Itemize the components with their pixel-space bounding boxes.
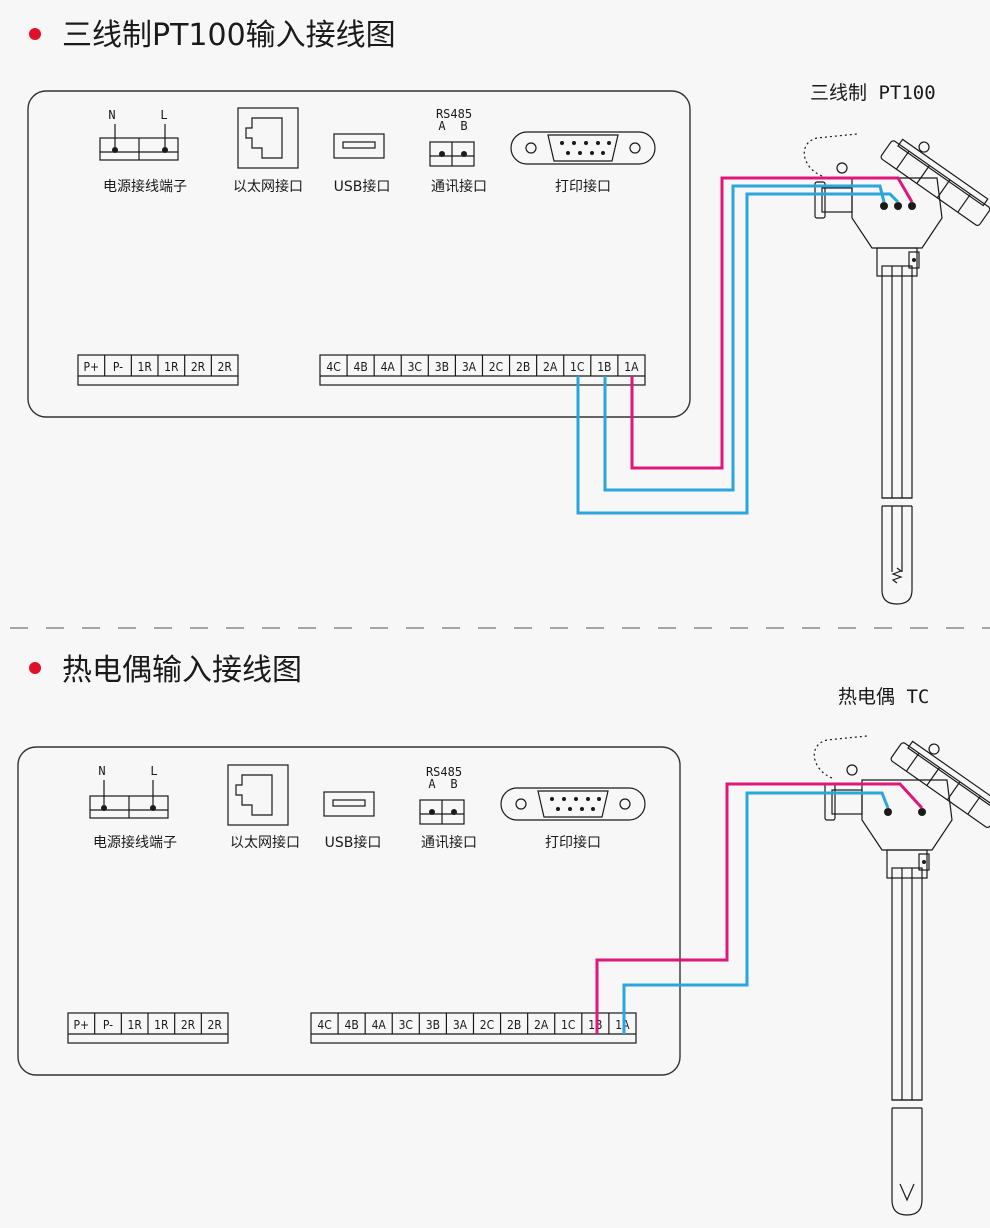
terminal-label: 4B <box>344 1018 358 1032</box>
section-title: 热电偶输入接线图 <box>62 653 302 688</box>
terminal-label: 3C <box>408 360 422 374</box>
terminal-label: P- <box>113 360 123 374</box>
power-caption: 电源接线端子 <box>93 834 177 851</box>
usb-port-icon: USB接口 <box>333 133 391 195</box>
a-label: A <box>428 777 436 791</box>
comm-caption: 通讯接口 <box>431 178 487 195</box>
power-terminal: N L 电源接线端子 <box>89 764 177 851</box>
b-label: B <box>460 119 467 133</box>
terminal-label: P+ <box>84 360 100 374</box>
n-label: N <box>98 764 105 778</box>
ethernet-port-icon: 以太网接口 <box>227 764 300 851</box>
terminal-label: P- <box>103 1018 113 1032</box>
rs485-terminal: RS485 A B 通讯接口 <box>419 765 477 851</box>
left-terminal-strip: P+ P- 1R 1R 2R 2R <box>67 1012 229 1044</box>
section-title: 三线制PT100输入接线图 <box>62 18 396 53</box>
terminal-label: 2A <box>534 1018 549 1032</box>
power-caption: 电源接线端子 <box>103 178 187 195</box>
terminal-label: 1C <box>561 1018 575 1032</box>
ethernet-port-icon: 以太网接口 <box>233 107 303 195</box>
terminal-label: 1R <box>127 1018 142 1032</box>
terminal-label: 1R <box>164 360 179 374</box>
terminal-label: 1B <box>588 1018 602 1032</box>
terminal-label: 2R <box>207 1018 222 1032</box>
rs485-label: RS485 <box>436 107 472 121</box>
terminal-label: 3A <box>453 1018 468 1032</box>
comm-caption: 通讯接口 <box>421 834 477 851</box>
l-label: L <box>160 108 167 122</box>
terminal-label: 4A <box>372 1018 387 1032</box>
terminal-label: 2B <box>507 1018 521 1032</box>
a-label: A <box>438 119 446 133</box>
print-port-icon: 打印接口 <box>500 787 646 851</box>
terminal-label: 2C <box>480 1018 494 1032</box>
terminal-label: 4A <box>381 360 396 374</box>
power-terminal: N L 电源接线端子 <box>99 108 187 195</box>
terminal-label: 2R <box>191 360 206 374</box>
terminal-label: 2B <box>516 360 530 374</box>
terminal-label: 1R <box>154 1018 169 1032</box>
thermocouple-sensor-icon <box>813 727 990 1216</box>
print-caption: 打印接口 <box>555 178 611 195</box>
bullet-icon <box>29 28 41 40</box>
section-thermocouple: 热电偶输入接线图 N L 电源接线端子 以太网接口 USB接口 RS485 <box>17 653 990 1216</box>
n-label: N <box>108 108 115 122</box>
terminal-label: 1A <box>624 360 639 374</box>
terminal-label: 3B <box>426 1018 440 1032</box>
terminal-label: 2R <box>217 360 232 374</box>
l-label: L <box>150 764 157 778</box>
b-label: B <box>450 777 457 791</box>
terminal-label: 3C <box>399 1018 413 1032</box>
sensor-label: 热电偶 TC <box>838 686 929 708</box>
bullet-icon <box>29 662 41 674</box>
terminal-label: 2R <box>181 1018 196 1032</box>
terminal-label: 1C <box>570 360 584 374</box>
terminal-label: 2C <box>489 360 503 374</box>
terminal-label: P+ <box>74 1018 90 1032</box>
controller-rear-panel <box>27 90 691 418</box>
ethernet-caption: 以太网接口 <box>230 834 300 851</box>
terminal-label: 2A <box>543 360 558 374</box>
section-pt100: 三线制PT100输入接线图 N L 电源接线端子 以太网接口 USB接口 <box>27 18 990 605</box>
right-terminal-strip: 4C 4B 4A 3C 3B 3A 2C 2B 2A 1C 1B 1A <box>319 354 646 386</box>
terminal-label: 4C <box>317 1018 331 1032</box>
ethernet-caption: 以太网接口 <box>233 178 303 195</box>
rs485-label: RS485 <box>426 765 462 779</box>
terminal-label: 4B <box>353 360 367 374</box>
terminal-label: 1R <box>137 360 152 374</box>
pt100-sensor-icon <box>803 125 990 605</box>
terminal-label: 3A <box>462 360 477 374</box>
print-caption: 打印接口 <box>545 834 601 851</box>
usb-caption: USB接口 <box>325 834 382 851</box>
sensor-label: 三线制 PT100 <box>810 82 936 104</box>
terminal-label: 3B <box>435 360 449 374</box>
usb-port-icon: USB接口 <box>323 791 382 851</box>
print-port-icon: 打印接口 <box>510 131 656 195</box>
rs485-terminal: RS485 A B 通讯接口 <box>429 107 487 195</box>
terminal-label: 1B <box>597 360 611 374</box>
left-terminal-strip: P+ P- 1R 1R 2R 2R <box>77 354 239 386</box>
usb-caption: USB接口 <box>334 178 391 195</box>
terminal-label: 4C <box>326 360 340 374</box>
controller-rear-panel <box>17 746 681 1076</box>
